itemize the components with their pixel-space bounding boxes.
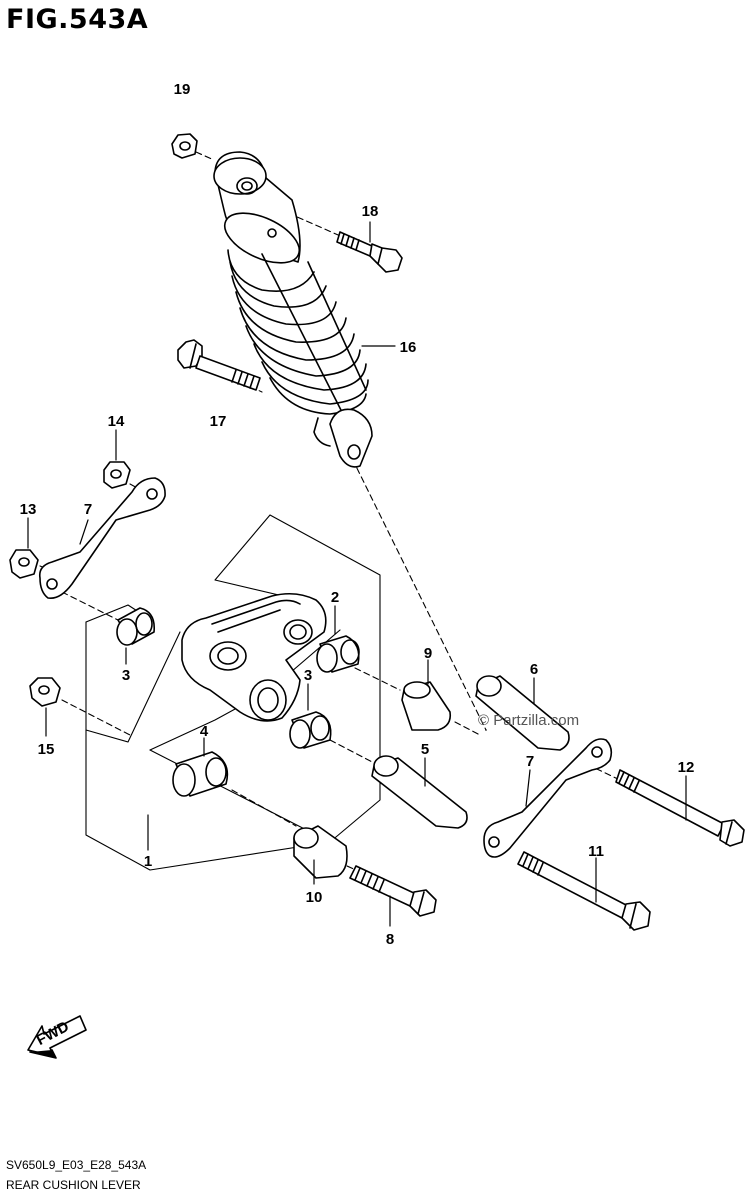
- callout-10: 10: [306, 889, 323, 906]
- bolt-8: [349, 865, 437, 927]
- link-rod-7-right: [483, 738, 613, 858]
- callout-14: 14: [108, 413, 125, 430]
- bearing-2: [316, 605, 360, 673]
- callout-19: 19: [174, 81, 191, 98]
- callout-7-left: 7: [84, 501, 92, 518]
- callout-3-right: 3: [304, 667, 312, 684]
- callout-5: 5: [421, 741, 429, 758]
- spacer-6: [475, 675, 570, 751]
- callout-2: 2: [331, 589, 339, 606]
- callout-17: 17: [210, 413, 227, 430]
- callout-13: 13: [20, 501, 37, 518]
- callout-12: 12: [678, 759, 695, 776]
- fwd-arrow-icon: FWD: [27, 1015, 87, 1059]
- callout-9: 9: [424, 645, 432, 662]
- callout-18: 18: [362, 203, 379, 220]
- bearing-3-right: [289, 683, 332, 749]
- callout-7-right: 7: [526, 753, 534, 770]
- bearing-4: [172, 737, 229, 797]
- bolt-18: [336, 221, 403, 273]
- callout-1: 1: [144, 853, 152, 870]
- bolt-17: [177, 339, 261, 391]
- figure-title: FIG.543A: [6, 4, 149, 35]
- rear-shock-absorber: [213, 151, 396, 468]
- nut-13: [9, 517, 39, 579]
- footer-figure-code: SV650L9_E03_E28_543A: [6, 1158, 147, 1172]
- spacer-5: [371, 755, 468, 829]
- callout-3-left: 3: [122, 667, 130, 684]
- nut-19: [171, 133, 198, 159]
- callout-8: 8: [386, 931, 394, 948]
- bolt-12: [615, 769, 745, 847]
- footer-figure-name: REAR CUSHION LEVER: [6, 1178, 141, 1192]
- cushion-lever: [181, 592, 327, 722]
- spacer-9: [401, 659, 452, 731]
- bolt-11: [517, 851, 651, 931]
- callout-6: 6: [530, 661, 538, 678]
- callouts: 19 18 16 17 14 13 7 2 3 3 9 6 4 15 5 7 1…: [20, 81, 695, 948]
- nut-14: [103, 429, 131, 489]
- link-rod-7-left: [38, 477, 166, 600]
- bearing-3-left: [116, 607, 156, 665]
- callout-15: 15: [38, 741, 55, 758]
- watermark: © Partzilla.com: [478, 712, 580, 729]
- callout-16: 16: [400, 339, 417, 356]
- callout-11: 11: [588, 843, 604, 860]
- nut-15: [29, 677, 61, 737]
- callout-4: 4: [200, 723, 209, 740]
- spacer-10: [293, 825, 348, 885]
